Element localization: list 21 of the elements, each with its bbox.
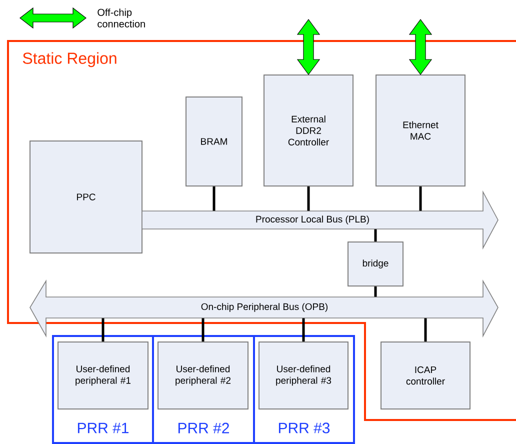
off-chip-arrow xyxy=(408,18,432,75)
component-box: PPC xyxy=(30,140,142,254)
component-box: Ethernet MAC xyxy=(376,74,466,186)
bus-connection xyxy=(212,186,216,211)
bus-connection xyxy=(307,186,310,211)
component-box: BRAM xyxy=(186,96,242,186)
bus-connection xyxy=(202,318,204,342)
component-box: bridge xyxy=(348,242,404,286)
legend-text: Off-chip connection xyxy=(98,8,145,28)
bus-connection xyxy=(424,318,427,342)
off-chip-arrow xyxy=(296,18,320,75)
component-box: External DDR2 Controller xyxy=(264,74,354,186)
bus-connection xyxy=(102,318,104,342)
bus-connection xyxy=(374,229,377,242)
component-box: User-defined peripheral #2 xyxy=(158,342,248,410)
bus-connection xyxy=(302,318,305,342)
component-box: User-defined peripheral #3 xyxy=(258,342,348,410)
bus-connection xyxy=(419,186,422,211)
component-box: ICAP controller xyxy=(380,342,470,410)
bus-connection xyxy=(374,286,377,297)
component-box: User-defined peripheral #1 xyxy=(58,342,148,410)
